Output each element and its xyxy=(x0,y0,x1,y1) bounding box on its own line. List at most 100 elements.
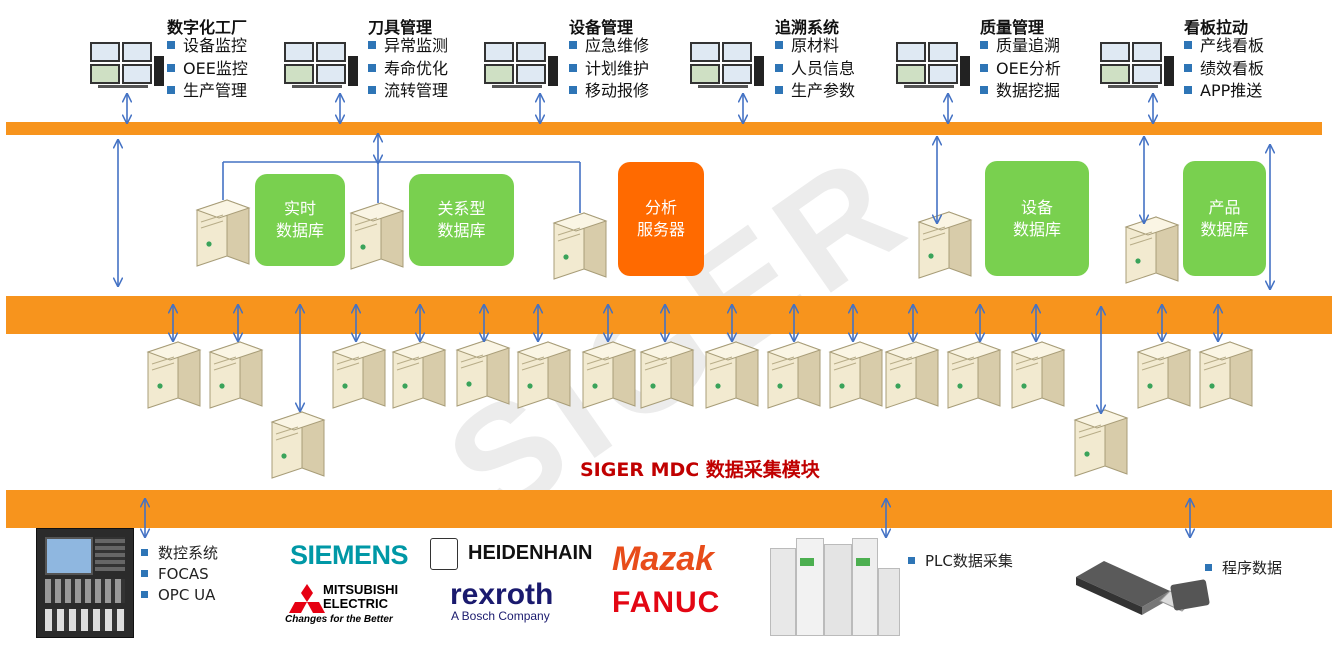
system-feature-list: 应急维修 计划维护 移动报修 xyxy=(569,35,649,103)
server-icon xyxy=(195,199,251,267)
list-item: 流转管理 xyxy=(368,80,448,103)
bullet-icon xyxy=(141,591,148,598)
equipment-database-box: 设备 数据库 xyxy=(985,161,1089,276)
rexroth-subtitle: A Bosch Company xyxy=(451,609,550,623)
list-item: FOCAS xyxy=(141,564,218,585)
bullet-icon xyxy=(569,86,577,94)
bullet-icon xyxy=(1205,564,1212,571)
list-item: 计划维护 xyxy=(569,58,649,81)
server-icon xyxy=(516,341,572,409)
workstation-icon xyxy=(482,40,562,94)
list-item: 异常监测 xyxy=(368,35,448,58)
bullet-icon xyxy=(167,63,175,72)
system-title: 质量管理 xyxy=(980,18,1045,37)
list-item: 质量追溯 xyxy=(980,35,1061,58)
system-feature-list: 质量追溯 OEE分析 数据挖掘 xyxy=(980,35,1061,103)
siemens-logo: SIEMENS xyxy=(290,540,409,570)
system-feature-list: 产线看板 绩效看板 APP推送 xyxy=(1184,35,1264,103)
heidenhain-emblem-icon xyxy=(430,538,458,570)
bullet-icon xyxy=(775,41,783,49)
server-icon xyxy=(270,411,326,479)
analysis-server-box: 分析 服务器 xyxy=(618,162,704,276)
product-database-box: 产品 数据库 xyxy=(1183,161,1266,276)
bullet-icon xyxy=(569,63,577,72)
workstation-icon xyxy=(894,40,974,94)
mitsubishi-logo: MITSUBISHI ELECTRIC Changes for the Bett… xyxy=(285,580,415,628)
server-icon xyxy=(208,341,264,409)
server-icon xyxy=(1073,409,1129,477)
list-item: 生产管理 xyxy=(167,80,248,103)
list-item: 设备监控 xyxy=(167,35,248,58)
bullet-icon xyxy=(1184,63,1192,72)
system-feature-list: 原材料 人员信息 生产参数 xyxy=(775,35,855,103)
bullet-icon xyxy=(368,63,376,72)
list-item: 人员信息 xyxy=(775,58,855,81)
list-item: 原材料 xyxy=(775,35,855,58)
server-icon xyxy=(1198,341,1254,409)
system-title: 数字化工厂 xyxy=(167,18,248,37)
server-icon xyxy=(766,341,822,409)
bottom-network-band xyxy=(6,490,1332,528)
mdc-module-label: SIGER MDC 数据采集模块 xyxy=(580,459,820,481)
mitsubishi-name-line1: MITSUBISHI xyxy=(323,582,399,597)
list-item: OPC UA xyxy=(141,585,218,606)
server-icon xyxy=(146,341,202,409)
bullet-icon xyxy=(980,41,988,49)
server-icon xyxy=(917,211,973,279)
workstation-icon xyxy=(688,40,768,94)
bullet-icon xyxy=(1184,41,1192,49)
workstation-icon xyxy=(88,40,168,94)
bullet-icon xyxy=(980,63,988,72)
bullet-icon xyxy=(775,63,783,72)
system-feature-list: 异常监测 寿命优化 流转管理 xyxy=(368,35,448,103)
list-item: PLC数据采集 xyxy=(908,551,1013,572)
list-item: OEE监控 xyxy=(167,58,248,81)
list-item: OEE分析 xyxy=(980,58,1061,81)
bullet-icon xyxy=(1184,86,1192,94)
mitsubishi-tagline: Changes for the Better xyxy=(285,614,393,625)
list-item: 寿命优化 xyxy=(368,58,448,81)
list-item: 生产参数 xyxy=(775,80,855,103)
bullet-icon xyxy=(569,41,577,49)
list-item: APP推送 xyxy=(1184,80,1264,103)
bullet-icon xyxy=(141,549,148,556)
plc-hardware-icon xyxy=(770,538,900,636)
list-item: 数控系统 xyxy=(141,543,218,564)
system-title: 设备管理 xyxy=(569,18,634,37)
mitsubishi-name-line2: ELECTRIC xyxy=(323,596,388,611)
server-icon xyxy=(552,212,608,280)
plc-list: PLC数据采集 xyxy=(908,551,1013,572)
server-icon xyxy=(1010,341,1066,409)
program-data-list: 程序数据 xyxy=(1205,558,1282,579)
bullet-icon xyxy=(368,41,376,49)
server-icon xyxy=(455,339,511,407)
list-item: 产线看板 xyxy=(1184,35,1264,58)
server-icon xyxy=(884,341,940,409)
server-icon xyxy=(331,341,387,409)
server-icon xyxy=(581,341,637,409)
workstation-icon xyxy=(282,40,362,94)
server-icon xyxy=(349,202,405,270)
bullet-icon xyxy=(908,557,915,564)
server-icon xyxy=(828,341,884,409)
server-icon xyxy=(1136,341,1192,409)
server-icon xyxy=(391,341,447,409)
fanuc-logo: FANUC xyxy=(612,586,721,619)
server-icon xyxy=(946,341,1002,409)
server-icon xyxy=(704,341,760,409)
mazak-logo: Mazak xyxy=(612,540,715,578)
cnc-protocol-list: 数控系统 FOCAS OPC UA xyxy=(141,543,218,606)
list-item: 应急维修 xyxy=(569,35,649,58)
realtime-database-box: 实时 数据库 xyxy=(255,174,345,266)
list-item: 绩效看板 xyxy=(1184,58,1264,81)
list-item: 程序数据 xyxy=(1205,558,1282,579)
system-title: 看板拉动 xyxy=(1184,18,1249,37)
list-item: 数据挖掘 xyxy=(980,80,1061,103)
bullet-icon xyxy=(141,570,148,577)
cnc-control-panel-icon xyxy=(36,528,134,638)
bullet-icon xyxy=(167,86,175,94)
system-title: 追溯系统 xyxy=(775,18,840,37)
rexroth-logo: rexroth xyxy=(450,578,554,611)
bullet-icon xyxy=(167,41,175,49)
